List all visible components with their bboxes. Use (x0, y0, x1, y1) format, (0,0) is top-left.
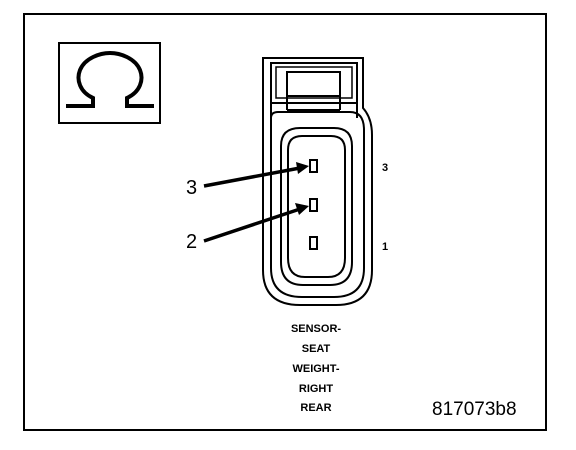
ohm-legend-box (58, 42, 161, 124)
pin-1-cavity (309, 236, 318, 250)
callout-number-2: 2 (186, 231, 197, 253)
connector-body (262, 57, 373, 306)
callout-arrow-3 (203, 162, 309, 188)
callout-arrow-2 (203, 203, 309, 243)
caption-line: REAR (300, 402, 331, 414)
caption-line: RIGHT (299, 383, 334, 395)
figure-id: 817073b8 (432, 399, 517, 420)
pin-label-bottom: 1 (382, 241, 388, 253)
connector-caption: SENSOR- SEAT WEIGHT- RIGHT REAR (291, 323, 341, 414)
callout-number-3: 3 (186, 177, 197, 199)
pin-label-top: 3 (382, 162, 388, 174)
caption-line: SENSOR- (291, 323, 341, 335)
caption-line: WEIGHT- (292, 363, 339, 375)
ohm-icon (66, 50, 154, 108)
caption-line: SEAT (302, 343, 331, 355)
pin-2-cavity (309, 198, 318, 212)
diagram-frame (23, 13, 547, 431)
pin-3-cavity (309, 159, 318, 173)
